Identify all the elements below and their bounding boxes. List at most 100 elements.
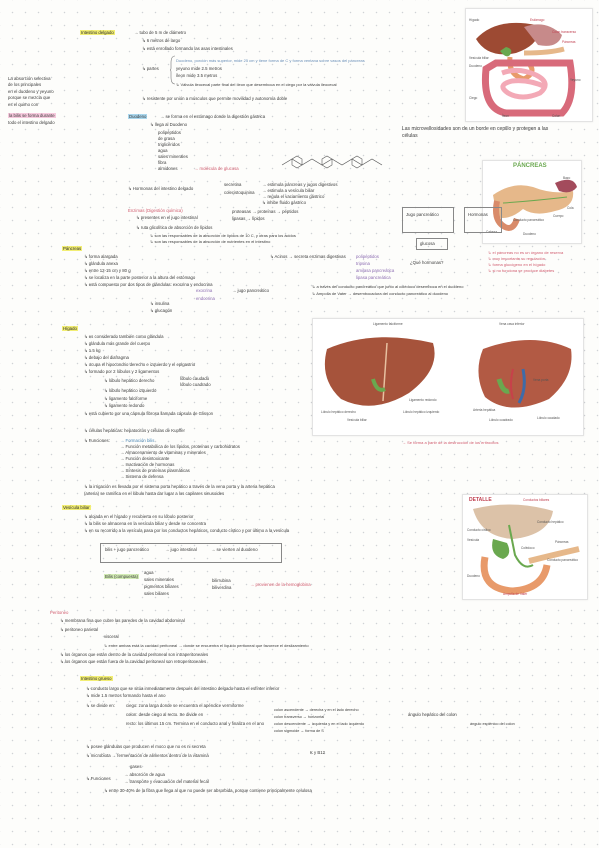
biliary-diagram: DETALLE Conductos biliares Conducto hepá… <box>462 494 588 600</box>
glucagon-label: ↳ glucagón <box>150 308 173 313</box>
pancreas-l5: ↳ está compuesto por dos tipos de glándu… <box>84 282 213 287</box>
cck-label: colecistoquinina <box>224 190 255 195</box>
acinos-line: ↳ Acinos → secreta enzimas digestivas <box>270 254 346 259</box>
pancreas-l3: ↳ entre 12-15 cm y 80 g <box>84 268 131 273</box>
ldl-3: Vesícula biliar <box>347 418 367 422</box>
side-note-7: todo el intestino delgado <box>8 120 55 125</box>
higado-l1: ↳ es considerado también como glándula <box>84 334 164 339</box>
duodeno-item-4: sales minerales <box>158 154 188 159</box>
higado-l4: ↳ debajo del diafragma <box>84 355 129 360</box>
higado-title: Hígado <box>62 326 78 331</box>
peritoneo-l3: ↳ entre ambas está la cavidad peritoneal… <box>104 643 309 648</box>
biliary-diagram-title: DETALLE <box>469 497 492 503</box>
lobulo-caudado: lóbulo caudado <box>180 376 210 381</box>
duodeno-item-5: fibra <box>158 160 167 165</box>
peritoneo-l2b: visceral <box>104 634 119 639</box>
partes-bracket <box>170 55 176 85</box>
ldl-6: Arteria hepática <box>473 408 496 412</box>
gases-label: gases <box>130 764 142 769</box>
almidon-note: → molécula de glucosa <box>194 166 239 171</box>
funcion-side: → Se forma a partir de la destrucción de… <box>402 440 499 445</box>
enzimas-l1: ↳ presentes en el jugo intestinal <box>136 215 198 220</box>
flexion-1: ángulo hepático del colon <box>408 712 457 717</box>
higado-l3: ↳ 1.5 kg <box>84 348 101 353</box>
intestino-line-2: ↳ 6 metros de largo <box>142 38 181 43</box>
hormonas-box: Hormonas <box>464 207 502 233</box>
ruta-r1: ↳ son las responsables de la absorción d… <box>150 233 296 238</box>
fu-1: → absorción de agua <box>124 772 165 777</box>
hormonas-q: ¿Qué hormonas? <box>410 260 444 265</box>
pancreas-l4: ↳ se localiza en la parte posterior a la… <box>84 275 196 280</box>
higado-l5: ↳ ocupa el hipocondrio derecho e izquier… <box>84 362 196 367</box>
colon-parts-box: colon ascendente → derecha y en el lado … <box>274 708 365 733</box>
funcion-7: → Sistema de defensa <box>120 474 164 479</box>
bdl-8: Ampolla de Vater <box>503 592 528 596</box>
pdl-1: Cuerpo <box>553 214 564 218</box>
lobulo-cuadrado: lóbulo cuadrado <box>180 382 211 387</box>
intestino-line-3: ↳ está enrollado formando las asas intes… <box>142 46 233 51</box>
intestino-title: Intestino delgado <box>80 30 115 35</box>
bdl-2: Vesícula <box>467 538 480 542</box>
bilis-comp2-1: biliverdina <box>212 585 232 590</box>
duodeno-l2: ↳ llega al Duodeno <box>150 122 188 127</box>
ampolla-line: ↳ Ampolla de Vater → desembocadura del c… <box>312 291 449 296</box>
funcion-5: → Inactivación de hormonas <box>120 462 175 467</box>
intestino-line-1: → tubo de 5 m de diámetro <box>134 30 187 35</box>
peritoneo-l5: ↳ los órganos que están fuera de la cavi… <box>60 659 207 664</box>
ig-l5: ↳ microbiota → fermentación de alimentos… <box>86 753 209 758</box>
vesicula-l1: ↳ alojada en el hígado y recubierta en s… <box>84 514 194 519</box>
higado-l6: ↳ formado por 2 lóbulos y 2 ligamentos <box>84 369 160 374</box>
bilis-equation-box: bilis + jugo pancreático → jugo intestin… <box>100 543 282 563</box>
liver-diagram: Lóbulo hepático derecho Lóbulo hepático … <box>312 318 584 436</box>
ldl-4: Vena cava inferior <box>499 322 525 326</box>
bdl-7: Duodeno <box>467 574 480 578</box>
dlabel-4: Colon transverso <box>552 30 577 34</box>
pancreas-l1: ↳ forma alargada <box>84 254 118 259</box>
valvula-line: ↳ Válvula ileocecal parte final del íleo… <box>176 82 337 87</box>
dlabel-2: Vesícula biliar <box>469 56 489 60</box>
bdl-0: Conductos biliares <box>523 498 550 502</box>
dlabel-5: Páncreas <box>562 40 576 44</box>
dlabel-1: Hígado <box>469 18 480 22</box>
peritoneo-l1: ↳ membrana fina que cubre las paredes de… <box>60 618 185 623</box>
bilis-comp-note: → provienen de la hemoglobina <box>250 582 311 587</box>
ldl-9: Lóbulo cuadrado <box>489 418 513 422</box>
ldl-8: Lóbulo caudado <box>537 416 560 420</box>
duodeno-item-1: de grasa <box>158 136 175 141</box>
side-note-6: la bilis se forma durante <box>8 113 56 118</box>
peritoneo-title: Peritoneo <box>50 610 69 615</box>
pancreas-diagram: PÁNCREAS Conducto pancreático Cuerpo Col… <box>482 160 582 244</box>
bilis-compuesta: Bilis (compuesta) <box>104 574 139 579</box>
bilis-comp-2: pigmentos biliares <box>144 584 179 589</box>
pancreas-note-3: ↳ si no funciona se produce diabetes <box>488 268 555 273</box>
bilis-comp-3: sales biliares <box>144 591 169 596</box>
pdl-2: Cola <box>567 206 574 210</box>
dlabel-7: Íleon <box>502 114 509 118</box>
ligamento-redondo: ↳ ligamento redondo <box>104 403 145 408</box>
vesicula-title: Vesícula biliar <box>62 505 91 510</box>
funcion-3: → Almacenamiento de vitaminas y minerale… <box>120 450 206 455</box>
fu-3: ↳ entre 30-40% de la fibra que llega al … <box>104 788 312 793</box>
yeyuno-line: yeyuno mide 2.5 metros <box>176 66 222 71</box>
bdl-6: Conducto pancreático <box>547 558 579 562</box>
ig-l1: ↳ conducto largo que se sitúa inmediatam… <box>86 686 280 691</box>
pancreas-illustration <box>493 179 577 231</box>
colon-line: colon: desde ciego al recto. Se divide e… <box>126 712 204 717</box>
glucosa-box: glucosa <box>416 238 448 250</box>
dlabel-3: Duodeno <box>469 64 482 68</box>
ruta-r2: ↳ son las responsables de la absorción d… <box>150 239 271 244</box>
exocrina-label: exocrina <box>196 288 213 293</box>
peritoneo-l4: ↳ los órganos que están dentro de la cav… <box>60 652 209 657</box>
duodeno-item-6: almidones <box>158 166 178 171</box>
ldl-1: Lóbulo hepático izquierdo <box>403 410 440 414</box>
hormona-2: → estimula a vesícula biliar <box>262 188 315 193</box>
dlabel-9: Colon <box>552 114 561 118</box>
hormona-1: → estimula páncreas y jugos digestivos <box>262 182 338 187</box>
bilis-comp-1: sales minerales <box>144 577 174 582</box>
dlabel-0: Estómago <box>530 18 545 22</box>
pdl-0: Conducto pancreático <box>513 218 545 222</box>
higado-l8: ↳ células hepáticas: hepatocitos y célul… <box>84 428 185 433</box>
lipasas-line: lipasas → lípidos <box>232 216 265 221</box>
endocrina-label: endocrina <box>196 296 215 301</box>
resistente-line: ↳ resistente por unión a músculos que pe… <box>142 96 288 101</box>
